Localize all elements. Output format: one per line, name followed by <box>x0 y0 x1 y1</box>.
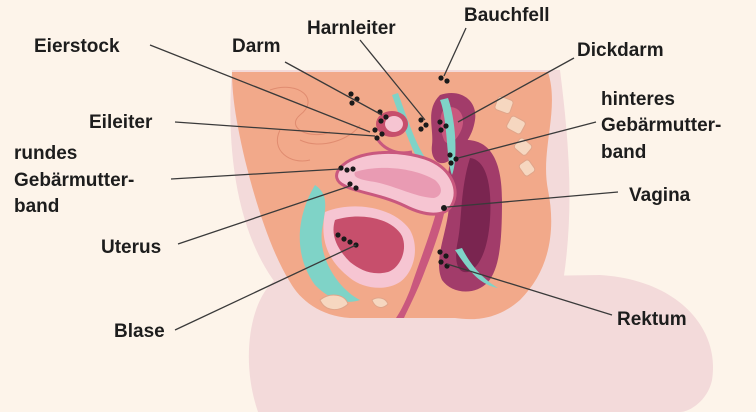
label-hinteres-line2: Gebärmutter- <box>601 115 721 136</box>
label-rundes-line1: rundes <box>14 143 77 164</box>
label-hinteres-line3: band <box>601 142 646 163</box>
label-rundes-line3: band <box>14 196 59 217</box>
label-blase: Blase <box>114 321 165 342</box>
label-dickdarm: Dickdarm <box>577 40 664 61</box>
label-harnleiter: Harnleiter <box>307 18 396 39</box>
label-rektum: Rektum <box>617 309 687 330</box>
label-vagina: Vagina <box>629 185 691 206</box>
label-eierstock: Eierstock <box>34 36 120 57</box>
label-eileiter: Eileiter <box>89 112 153 133</box>
label-hinteres-line1: hinteres <box>601 89 675 110</box>
label-uterus: Uterus <box>101 237 161 258</box>
label-bauchfell: Bauchfell <box>464 5 550 26</box>
label-rundes-line2: Gebärmutter- <box>14 170 134 191</box>
label-darm: Darm <box>232 36 281 57</box>
